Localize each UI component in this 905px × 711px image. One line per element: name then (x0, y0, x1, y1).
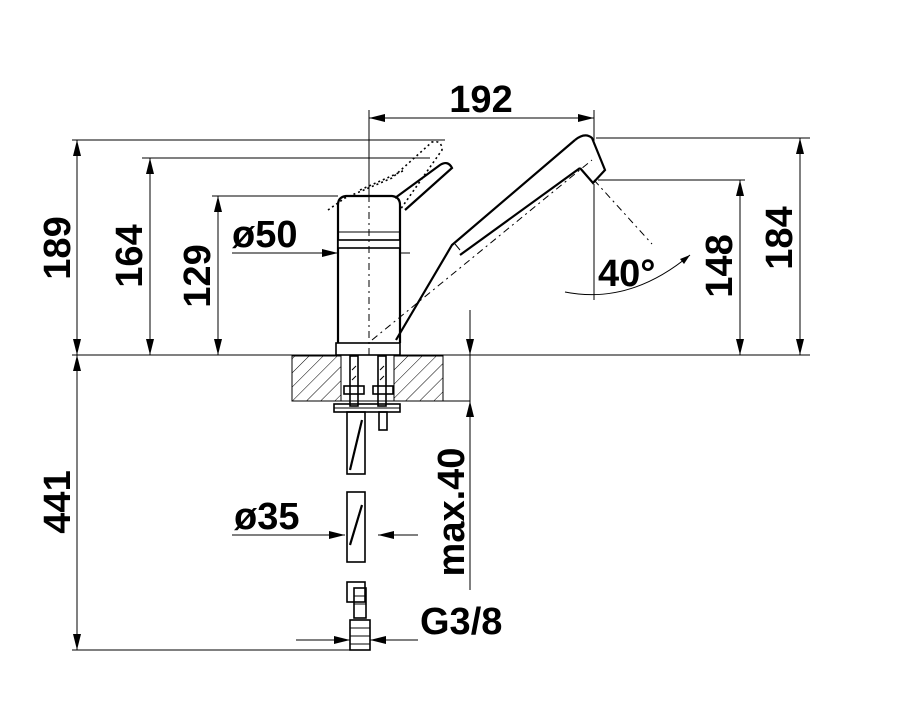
dim-total-height: 189 (37, 139, 445, 355)
swivel-angle: 40° (564, 184, 691, 300)
spout (371, 134, 653, 341)
handle-lever (327, 140, 454, 211)
worktop-section (291, 355, 470, 402)
mounting-assembly (333, 355, 401, 651)
spout-height-label: 164 (109, 224, 151, 287)
dim-connection: G3/8 (296, 601, 502, 644)
total-height-label: 189 (37, 216, 79, 279)
dim-spout-height: 164 (109, 157, 430, 355)
dim-reach: 192 (368, 79, 595, 195)
connection-label: G3/8 (420, 601, 502, 643)
reach-label: 192 (449, 79, 512, 121)
body-height-label: 129 (177, 244, 219, 307)
body-diameter-label: ø50 (232, 214, 297, 256)
hose-length-label: 441 (37, 470, 79, 533)
hole-diameter-label: ø35 (234, 496, 299, 538)
dim-body-height: 129 (177, 195, 338, 355)
dim-hole-diameter: ø35 (232, 496, 418, 539)
dim-outlet-height: 148 (598, 179, 745, 355)
max-thickness-label: max.40 (431, 448, 473, 577)
outlet-top-height-label: 184 (759, 206, 801, 269)
dim-body-diameter: ø50 (232, 214, 410, 257)
dim-hose-length: 441 (37, 355, 358, 651)
swivel-angle-label: 40° (598, 253, 655, 295)
outlet-height-label: 148 (699, 234, 741, 297)
dim-max-thickness: max.40 (431, 310, 474, 590)
faucet-body (335, 110, 402, 356)
dim-outlet-top-height: 184 (596, 137, 810, 355)
